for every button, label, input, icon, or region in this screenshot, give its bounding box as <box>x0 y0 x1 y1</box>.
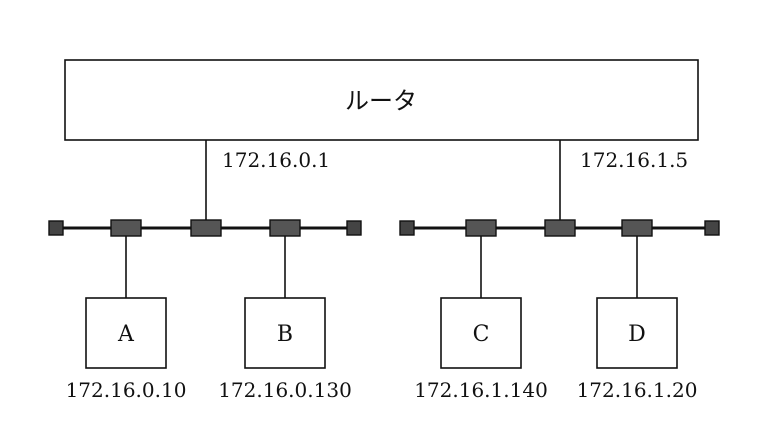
host-d-box <box>596 297 678 369</box>
host-a-ip: 172.16.0.10 <box>66 378 187 402</box>
bus-right-terminator-end <box>704 220 720 236</box>
host-c-ip: 172.16.1.140 <box>414 378 548 402</box>
router-interface-ip-right: 172.16.1.5 <box>580 148 688 172</box>
host-b-ip: 172.16.0.130 <box>218 378 352 402</box>
bus-right-connector-router <box>544 219 576 237</box>
router-box <box>64 59 699 141</box>
bus-right-terminator-start <box>399 220 415 236</box>
bus-right-connector-d <box>621 219 653 237</box>
host-b-box <box>244 297 326 369</box>
host-c-box <box>440 297 522 369</box>
bus-left-connector-b <box>269 219 301 237</box>
bus-left-connector-router <box>190 219 222 237</box>
host-a-box <box>85 297 167 369</box>
host-d-label: D <box>628 322 646 347</box>
router-interface-ip-left: 172.16.0.1 <box>222 148 330 172</box>
host-d-ip: 172.16.1.20 <box>577 378 698 402</box>
bus-left-terminator-end <box>346 220 362 236</box>
host-a-label: A <box>117 322 135 347</box>
router-label: ルータ <box>345 87 417 115</box>
bus-left-terminator-start <box>48 220 64 236</box>
bus-right-connector-c <box>465 219 497 237</box>
bus-left-connector-a <box>110 219 142 237</box>
host-c-label: C <box>473 322 490 347</box>
host-b-label: B <box>277 322 293 347</box>
